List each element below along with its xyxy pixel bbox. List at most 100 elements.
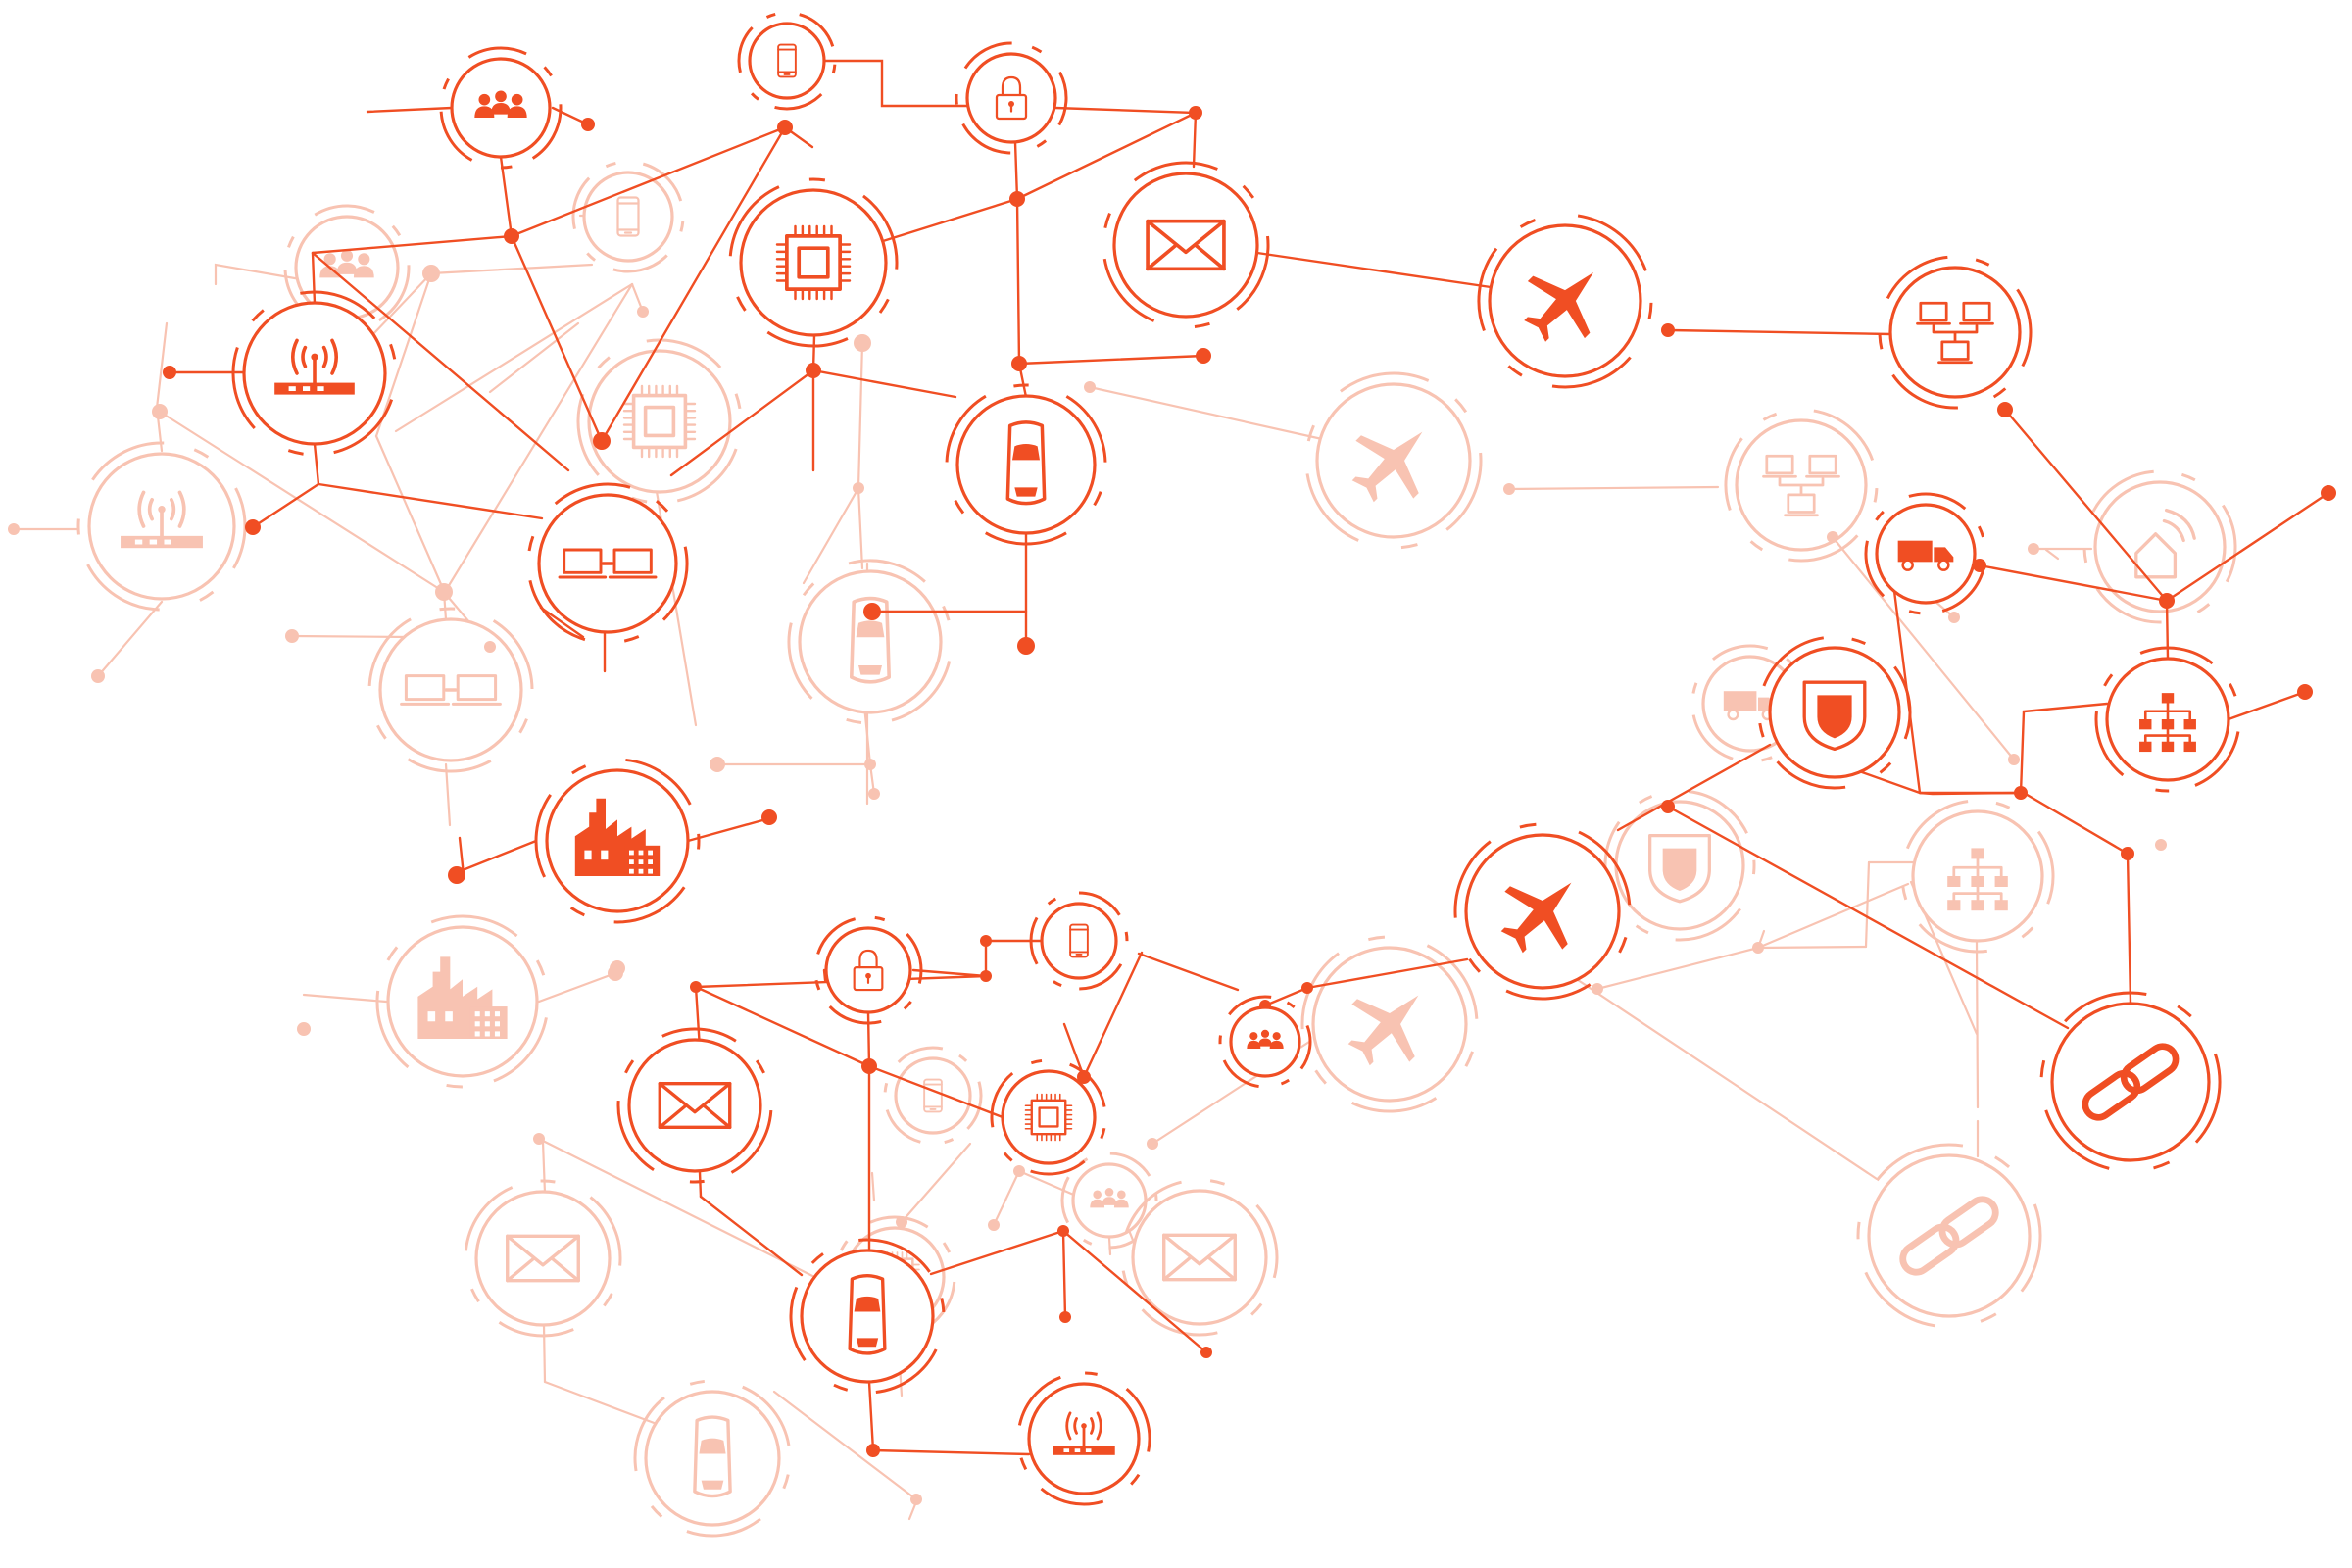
network-node — [1856, 1143, 2042, 1329]
connection-line — [2165, 491, 2330, 603]
junction-dot — [1196, 348, 1211, 364]
connection-line — [600, 125, 787, 443]
junction-dot — [1009, 191, 1025, 207]
faded-junction-dot — [152, 404, 168, 419]
node-dashed-ring — [813, 915, 923, 1025]
network-node — [2082, 469, 2237, 624]
node-dashed-ring — [526, 482, 689, 645]
network-node — [789, 1238, 946, 1395]
node-dashed-ring — [728, 177, 899, 348]
node-ring — [1112, 172, 1259, 318]
faded-junction-dot — [1752, 942, 1764, 954]
node-dashed-ring — [1304, 371, 1483, 550]
junction-dot — [863, 603, 881, 620]
faded-connection-line — [900, 1142, 972, 1224]
faded-junction-dot — [484, 641, 496, 653]
node-dashed-ring — [1878, 255, 2033, 410]
faded-connection-line — [1507, 485, 1720, 491]
network-node — [368, 607, 534, 773]
network-node — [439, 46, 563, 170]
node-dashed-ring — [1900, 799, 2055, 954]
network-node — [883, 1046, 983, 1146]
hierarchy-icon — [2139, 693, 2196, 753]
faded-connection-line — [772, 1390, 918, 1501]
network-computers-icon — [1916, 301, 1994, 365]
faded-connection-line — [290, 634, 412, 639]
connection-line — [2165, 599, 2170, 661]
lock-icon — [995, 75, 1028, 121]
junction-dot — [1661, 323, 1675, 337]
junction-dot — [245, 519, 261, 535]
connection-line — [311, 251, 317, 306]
connection-line — [2227, 690, 2307, 721]
node-dashed-ring — [464, 1179, 622, 1338]
faded-connection-line — [542, 1323, 547, 1384]
node-dashed-ring — [1477, 213, 1653, 389]
node-ring — [965, 52, 1057, 144]
node-ring — [894, 1056, 972, 1135]
junction-dot — [1059, 1311, 1071, 1323]
accent-node-layer — [231, 11, 2241, 1506]
connection-line — [1305, 957, 1469, 990]
node-dashed-ring — [955, 41, 1068, 155]
network-node — [534, 758, 701, 924]
faded-junction-dot — [853, 482, 864, 494]
airplane-icon — [1351, 431, 1423, 503]
connection-line — [539, 606, 585, 639]
connection-line — [1978, 564, 2169, 603]
faded-junction-dot — [1084, 381, 1096, 393]
faded-connection-line — [1088, 385, 1333, 443]
connection-line — [317, 482, 544, 520]
wifi-router-icon — [121, 490, 203, 549]
connection-line — [1061, 1229, 1067, 1319]
network-node — [1757, 635, 1912, 790]
connection-line — [1054, 106, 1198, 169]
faded-connection-line — [857, 486, 864, 570]
node-ring — [748, 22, 826, 100]
junction-dot — [690, 981, 702, 993]
connection-line — [499, 155, 514, 238]
connection-line — [871, 1448, 1031, 1456]
junction-dot — [504, 228, 519, 244]
faded-junction-dot — [2028, 543, 2039, 555]
connection-line — [1015, 111, 1198, 201]
network-node — [1878, 255, 2033, 410]
connection-line — [251, 482, 320, 529]
connection-line — [2022, 791, 2130, 856]
faded-connection-line — [802, 486, 860, 585]
junction-dot — [866, 1444, 880, 1457]
node-dashed-ring — [633, 1379, 792, 1538]
faded-junction-dot — [1948, 612, 1960, 623]
faded-junction-dot — [868, 788, 880, 800]
network-node — [76, 441, 247, 612]
junction-dot — [761, 809, 777, 825]
connection-line — [694, 985, 871, 1068]
faded-junction-dot — [896, 1216, 907, 1228]
network-node — [1864, 492, 1987, 615]
smartphone-icon — [777, 43, 797, 78]
node-dashed-ring — [571, 160, 685, 273]
node-dashed-ring — [534, 758, 701, 924]
faded-junction-dot — [2008, 754, 2020, 765]
node-dashed-ring — [1016, 1371, 1152, 1506]
network-node — [1016, 1371, 1152, 1506]
envelope-icon — [506, 1234, 580, 1283]
node-dashed-ring — [576, 338, 743, 505]
faded-junction-dot — [422, 265, 440, 282]
junction-dot — [163, 366, 176, 379]
faded-connection-line — [155, 321, 169, 453]
node-ring — [2050, 1002, 2211, 1162]
connection-line — [510, 234, 604, 443]
faded-connection-line — [857, 341, 864, 490]
junction-dot — [1017, 637, 1035, 655]
faded-junction-dot — [1592, 983, 1603, 995]
faded-connection-line — [302, 993, 388, 1004]
chip-icon — [622, 384, 697, 459]
node-dashed-ring — [1864, 492, 1987, 615]
connection-line — [313, 442, 320, 486]
faded-connection-line — [488, 321, 580, 394]
network-node — [1300, 935, 1479, 1113]
node-ring — [800, 1249, 935, 1384]
connection-line — [698, 1170, 703, 1199]
